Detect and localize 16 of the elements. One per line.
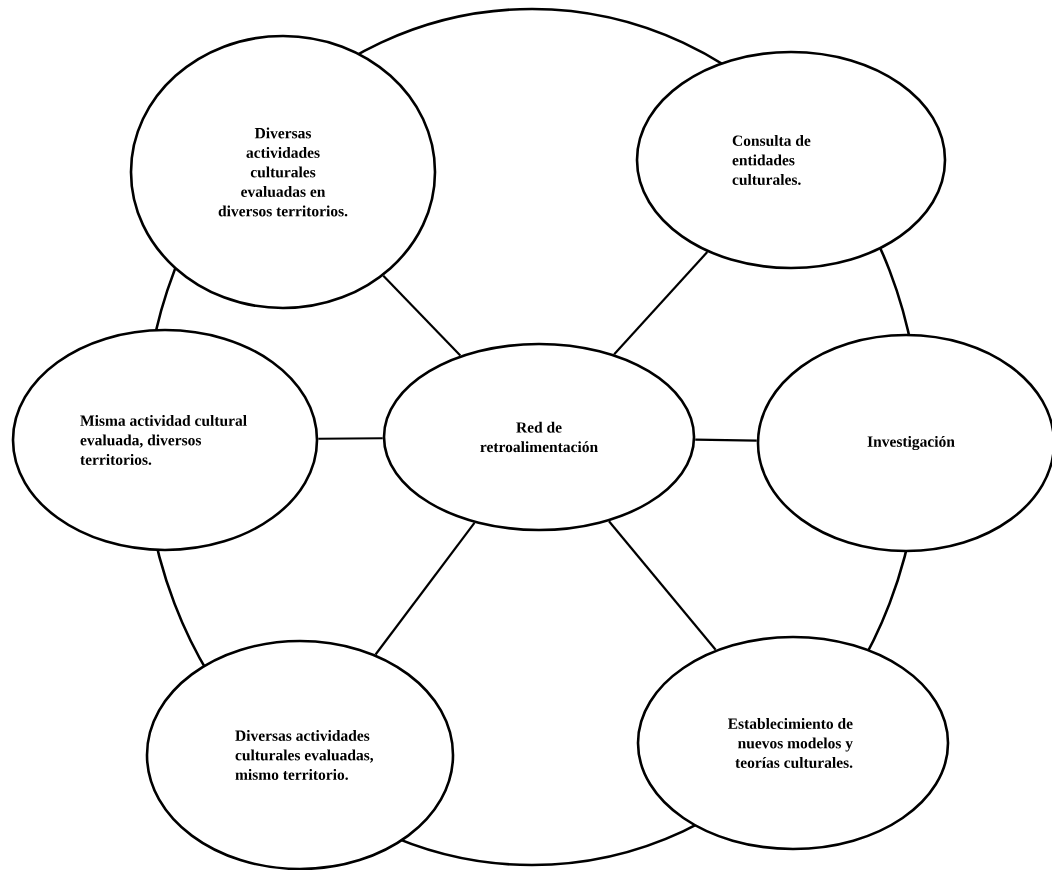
- node-label: Diversas actividades culturales evaluadas, mismo territorio.: [235, 730, 374, 780]
- connector-line: [374, 522, 476, 656]
- node-label: Establecimiento de nuevos modelos y teorías culturales.: [728, 718, 853, 768]
- ellipse-node: Red de retroalimentación: [382, 342, 696, 532]
- ellipse-node: Investigación: [756, 333, 1052, 553]
- ellipse-node: Diversas actividades culturales evaluadas, mismo territorio.: [145, 639, 455, 870]
- ellipse-node: Diversas actividades culturales evaluadas en diversos territorios.: [129, 34, 437, 310]
- connector-line: [695, 438, 757, 442]
- ellipse-node: Consulta de entidades culturales.: [635, 50, 947, 270]
- connector-line: [318, 437, 383, 440]
- ellipse-node: Establecimiento de nuevos modelos y teorías culturales.: [636, 635, 950, 851]
- connector-line: [613, 251, 709, 356]
- connector-line: [608, 520, 717, 651]
- ellipse-node: Misma actividad cultural evaluada, diversos territorios.: [11, 328, 319, 552]
- node-label: Investigación: [867, 435, 955, 451]
- connector-line: [382, 275, 462, 357]
